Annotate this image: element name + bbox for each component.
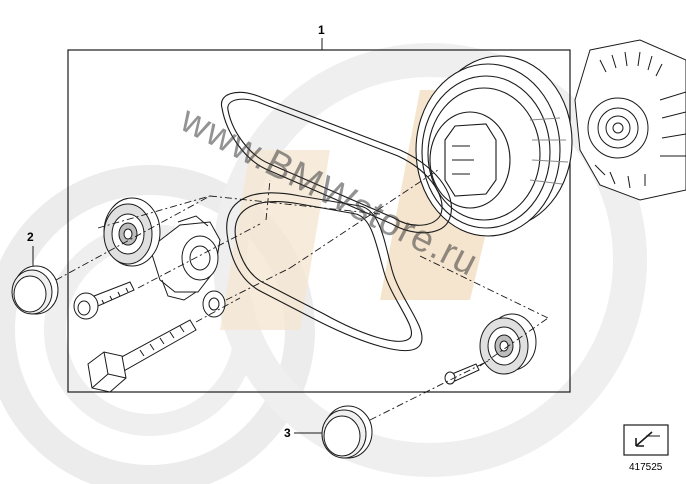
callout-2-label: 2: [27, 230, 34, 244]
assembly-lines: [55, 169, 549, 421]
idler-pulley: [479, 313, 537, 375]
belt-tensioner: [103, 197, 221, 301]
dust-cap-2: [11, 265, 59, 315]
alternator: [574, 39, 686, 201]
assembly-frame: [67, 49, 571, 393]
washer: [202, 290, 226, 318]
bolt-long: [87, 319, 197, 393]
callout-1: 1: [318, 23, 325, 50]
callout-3: 3: [284, 426, 322, 440]
crankshaft-pulley: [415, 55, 573, 237]
arrow-box-icon[interactable]: [623, 424, 669, 456]
bolt-short: [73, 281, 135, 320]
callout-2: 2: [27, 230, 34, 266]
idler-bolt: [444, 363, 480, 385]
drive-belt-lower: [226, 192, 423, 352]
dust-cap-3: [321, 405, 373, 459]
image-number: 417525: [629, 462, 663, 473]
callout-3-label: 3: [284, 426, 291, 440]
callout-1-label: 1: [318, 23, 325, 37]
drive-belt-upper: [220, 91, 452, 234]
